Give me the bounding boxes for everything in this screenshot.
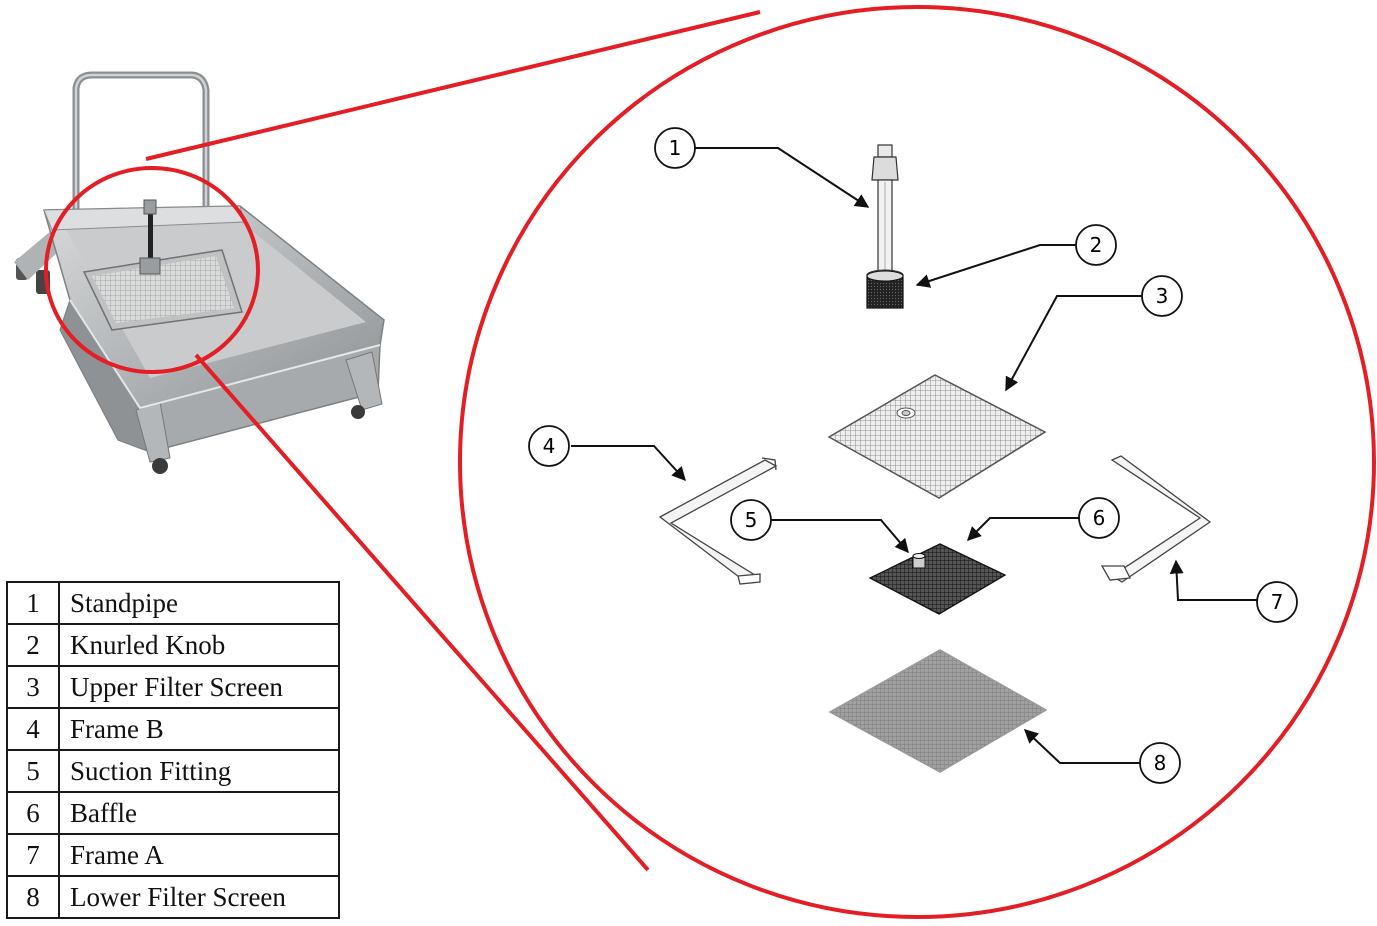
table-row: 1 Standpipe <box>6 581 340 625</box>
part-number: 6 <box>6 791 60 835</box>
callout-1-label: 1 <box>669 136 682 160</box>
part-number: 2 <box>6 623 60 667</box>
part-number: 7 <box>6 833 60 877</box>
suction-fitting-part <box>912 553 926 569</box>
frame-b-part <box>658 457 778 585</box>
callout-6-label: 6 <box>1093 506 1106 530</box>
table-row: 7 Frame A <box>6 833 340 877</box>
lower-filter-screen-part <box>828 649 1048 773</box>
callout-3-label: 3 <box>1156 284 1169 308</box>
part-name: Knurled Knob <box>58 623 340 667</box>
table-row: 4 Frame B <box>6 707 340 751</box>
callout-2: 2 <box>1075 224 1117 266</box>
table-row: 6 Baffle <box>6 791 340 835</box>
callout-3: 3 <box>1141 275 1183 317</box>
callout-6: 6 <box>1078 497 1120 539</box>
table-row: 8 Lower Filter Screen <box>6 875 340 919</box>
leader-lines <box>571 147 1257 764</box>
table-row: 5 Suction Fitting <box>6 749 340 793</box>
callout-1: 1 <box>654 127 696 169</box>
parts-legend-table: 1 Standpipe 2 Knurled Knob 3 Upper Filte… <box>6 581 340 919</box>
part-number: 8 <box>6 875 60 919</box>
callout-7: 7 <box>1256 581 1298 623</box>
part-name: Standpipe <box>58 581 340 625</box>
part-name: Frame B <box>58 707 340 751</box>
knurled-knob-part <box>866 270 904 309</box>
frame-a-part <box>1100 455 1212 583</box>
callout-2-label: 2 <box>1090 233 1103 257</box>
baffle-part <box>868 543 1007 615</box>
part-number: 4 <box>6 707 60 751</box>
standpipe-part <box>866 144 904 281</box>
table-row: 2 Knurled Knob <box>6 623 340 667</box>
callout-5: 5 <box>730 499 772 541</box>
callout-4-label: 4 <box>543 434 556 458</box>
part-name: Lower Filter Screen <box>58 875 340 919</box>
upper-filter-screen-part <box>827 374 1047 499</box>
magnified-area-highlight <box>44 5 1376 919</box>
callout-7-label: 7 <box>1271 590 1284 614</box>
callout-8-label: 8 <box>1154 751 1167 775</box>
callout-5-label: 5 <box>745 508 758 532</box>
callout-8: 8 <box>1139 742 1181 784</box>
callout-4: 4 <box>528 425 570 467</box>
part-name: Baffle <box>58 791 340 835</box>
part-name: Upper Filter Screen <box>58 665 340 709</box>
part-name: Suction Fitting <box>58 749 340 793</box>
filter-pan-cart <box>14 71 385 474</box>
part-number: 5 <box>6 749 60 793</box>
part-name: Frame A <box>58 833 340 877</box>
table-row: 3 Upper Filter Screen <box>6 665 340 709</box>
part-number: 1 <box>6 581 60 625</box>
part-number: 3 <box>6 665 60 709</box>
